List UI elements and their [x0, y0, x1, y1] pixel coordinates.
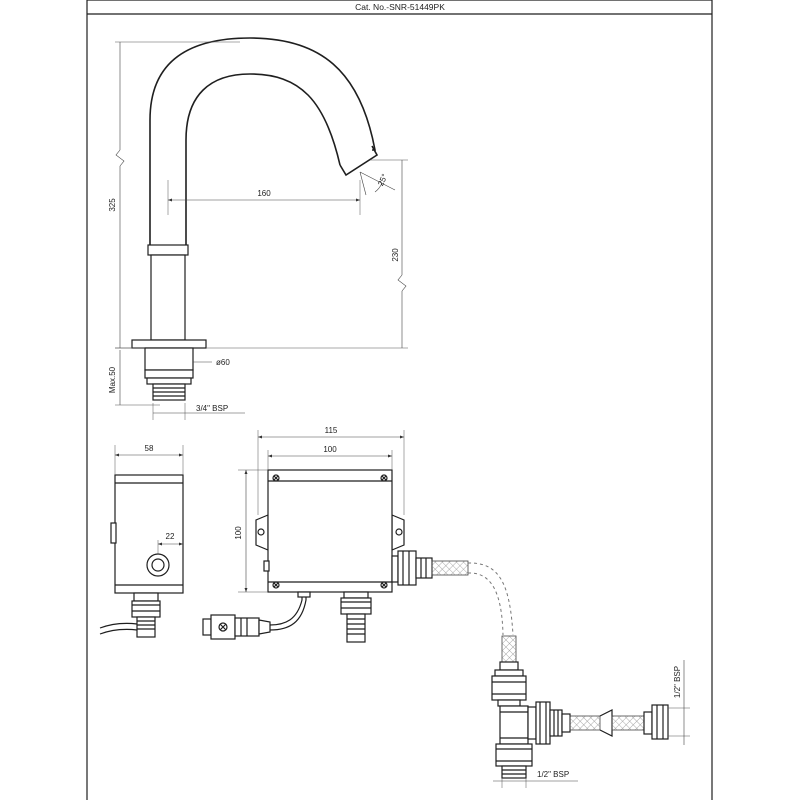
dim-outlet-height	[206, 159, 408, 349]
sensor-unit	[99, 474, 184, 638]
dim-tee-vertical-thread	[668, 660, 690, 745]
dim-sensor-offset-label: 22	[166, 532, 175, 541]
dim-sensor-offset	[157, 540, 183, 554]
dim-outlet-height-label: 230	[391, 248, 400, 262]
dim-outlet-angle-label: 25°	[376, 173, 389, 188]
dim-control-body-width-label: 100	[323, 445, 337, 454]
dim-base-diameter-label: ø60	[216, 358, 230, 367]
dim-control-height	[238, 469, 268, 593]
tee-fitting	[491, 635, 669, 779]
dim-control-overall-width-label: 115	[325, 426, 338, 435]
plug-connector	[202, 592, 307, 640]
dim-spout-height-label: 325	[108, 198, 117, 212]
catalog-number: Cat. No.-SNR-51449PK	[355, 2, 445, 12]
dim-sensor-width-label: 58	[145, 444, 154, 453]
dim-inlet-thread-label: 3/4" BSP	[196, 404, 228, 413]
braided-hose-outlet	[431, 560, 514, 636]
dim-tee-horizontal-thread	[493, 778, 578, 788]
dim-control-body-width	[267, 450, 393, 470]
dim-tee-horizontal-thread-label: 1/2" BSP	[537, 770, 569, 779]
dim-spout-reach	[167, 180, 361, 215]
dim-inlet-thread	[152, 403, 245, 420]
dim-outlet-angle	[359, 171, 396, 196]
dim-tee-vertical-thread-label: 1/2" BSP	[673, 666, 682, 698]
drawing-frame	[86, 0, 713, 800]
dim-control-height-label: 100	[234, 526, 243, 540]
dim-max-thickness	[115, 347, 160, 406]
dim-spout-reach-label: 160	[257, 189, 271, 198]
dim-control-overall-width	[257, 430, 405, 515]
spout-faucet	[131, 37, 379, 401]
dim-sensor-width	[114, 445, 184, 475]
dim-max-thickness-label: Max.50	[108, 366, 117, 393]
control-box	[255, 469, 433, 643]
screw-icon	[272, 474, 388, 589]
